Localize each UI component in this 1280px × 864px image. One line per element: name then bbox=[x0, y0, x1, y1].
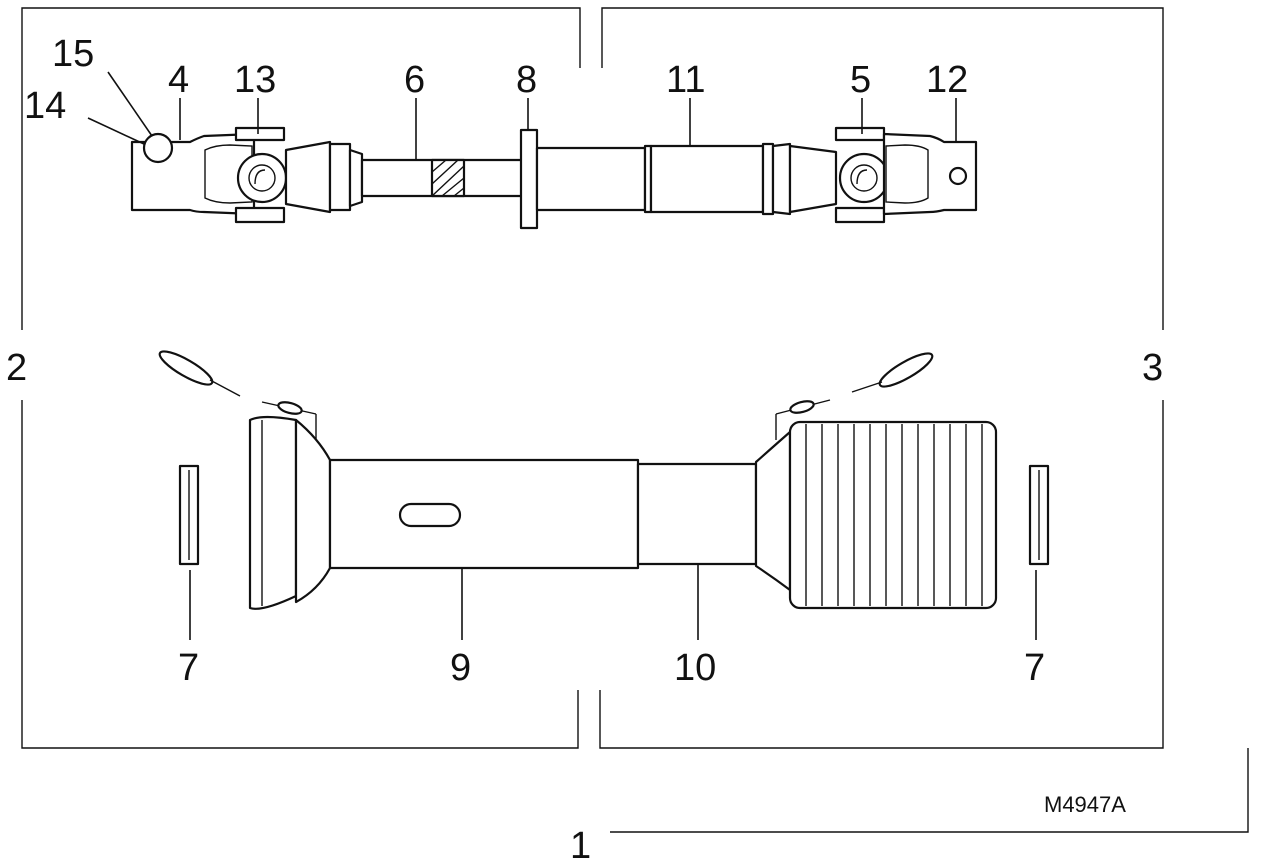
callout-12: 12 bbox=[926, 59, 968, 101]
upper-shaft-assembly bbox=[130, 126, 978, 230]
frame-group-1 bbox=[610, 748, 1249, 833]
guard-assembly bbox=[158, 350, 1050, 610]
frame-group-2 bbox=[21, 7, 581, 749]
callout-15: 15 bbox=[52, 33, 94, 75]
guard-bellows-right bbox=[754, 420, 998, 610]
callout-7-left: 7 bbox=[178, 647, 199, 689]
callout-1: 1 bbox=[570, 825, 591, 864]
callout-6: 6 bbox=[404, 59, 425, 101]
callout-3: 3 bbox=[1142, 347, 1163, 389]
yoke-right bbox=[788, 126, 978, 224]
leader-lines bbox=[87, 71, 1037, 640]
callout-2: 2 bbox=[6, 347, 27, 389]
safety-chain-right bbox=[775, 352, 934, 440]
callout-11: 11 bbox=[666, 59, 705, 101]
inner-tube bbox=[328, 142, 524, 212]
retaining-ring-left bbox=[178, 464, 200, 566]
guard-tube-left bbox=[328, 458, 640, 570]
frame-group-3 bbox=[599, 7, 1164, 749]
callout-8: 8 bbox=[516, 59, 537, 101]
callout-14: 14 bbox=[24, 85, 66, 127]
safety-chain-left bbox=[158, 350, 317, 440]
callout-4: 4 bbox=[168, 59, 189, 101]
callout-7-right: 7 bbox=[1024, 647, 1045, 689]
bearing-ring bbox=[519, 128, 539, 230]
retaining-ring-right bbox=[1028, 464, 1050, 566]
drawing-code: M4947A bbox=[1044, 792, 1126, 817]
outer-tube bbox=[535, 142, 792, 216]
callout-10: 10 bbox=[674, 647, 716, 689]
yoke-left bbox=[130, 126, 332, 224]
callout-5: 5 bbox=[850, 59, 871, 101]
guard-cone-left bbox=[248, 415, 332, 610]
callout-9: 9 bbox=[450, 647, 471, 689]
callout-13: 13 bbox=[234, 59, 276, 101]
guard-tube-right bbox=[636, 462, 758, 566]
